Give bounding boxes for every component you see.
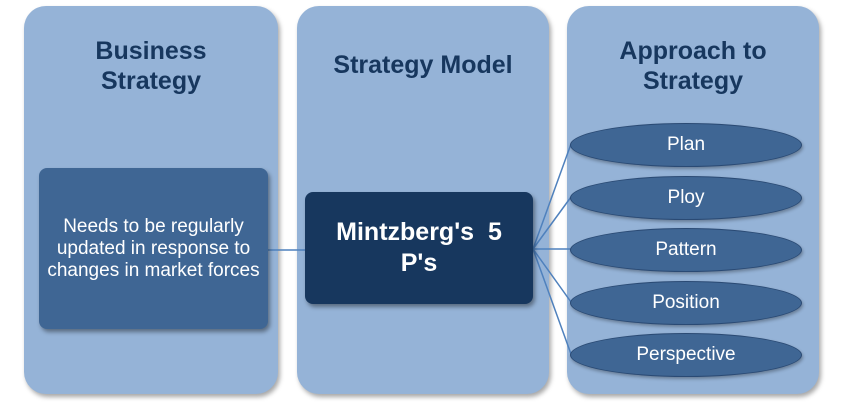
connector-perspective <box>532 248 572 355</box>
approach-oval-plan: Plan <box>570 123 802 167</box>
connector-position <box>532 248 572 303</box>
strategy-model-title: Strategy Model <box>333 51 513 79</box>
approach-to-strategy-title: Approach to Strategy <box>619 37 767 95</box>
approach-oval-perspective: Perspective <box>570 333 802 377</box>
business-strategy-title: Business Strategy <box>95 37 207 95</box>
mintzberg-text: Mintzberg's 5 P's <box>336 218 509 277</box>
business-strategy-text: Needs to be regularly updated in respons… <box>47 215 260 281</box>
connector-plan <box>532 143 572 250</box>
approach-oval-pattern: Pattern <box>570 228 802 272</box>
connector-ploy <box>532 196 572 250</box>
mintzberg-box: Mintzberg's 5 P's <box>305 192 533 304</box>
approach-oval-ploy: Ploy <box>570 176 802 220</box>
business-strategy-box: Needs to be regularly updated in respons… <box>39 168 268 329</box>
approach-oval-position: Position <box>570 281 802 325</box>
